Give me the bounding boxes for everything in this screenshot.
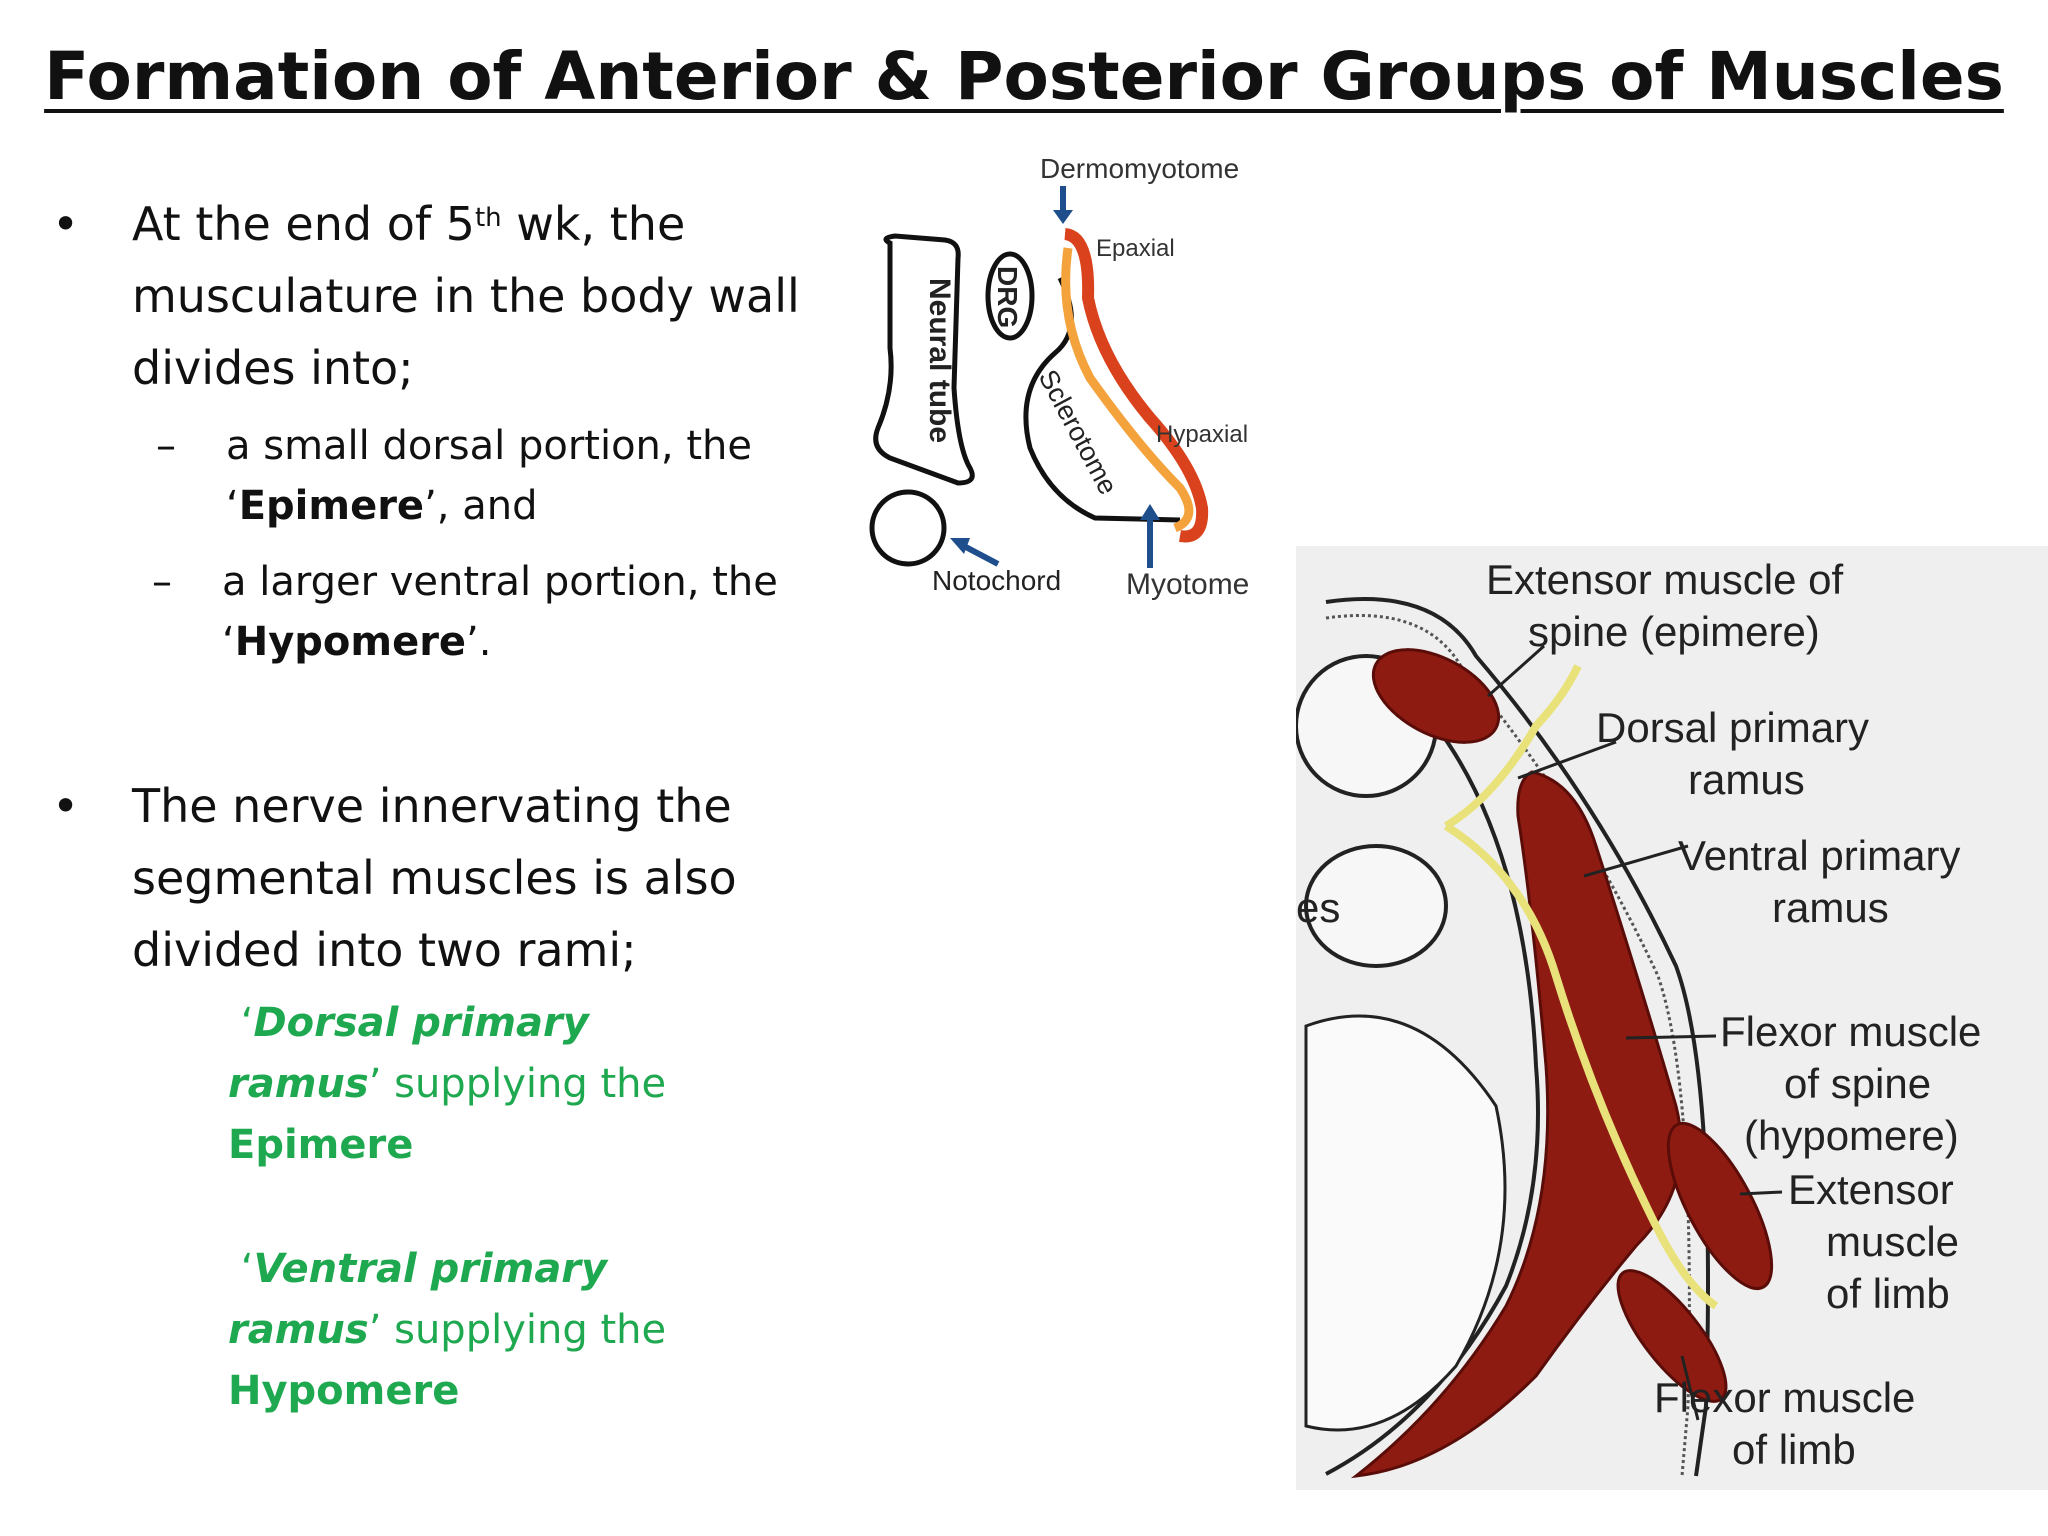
neural-tube-label: Neural tube [923,278,956,443]
bullet-nerve: • The nerve innervating the segmental mu… [52,770,737,986]
notochord-label: Notochord [932,565,1061,596]
bullet-line: The nerve innervating the [132,779,732,833]
epaxial-label: Epaxial [1096,235,1175,262]
label-extensor-spine-2: spine (epimere) [1528,608,1820,655]
drg-shape [985,251,1035,341]
bullet-line: At the end of 5th wk, the [132,197,686,251]
bullet-line: musculature in the body wall [132,269,800,323]
flexor-limb-muscle [1616,1269,1728,1403]
sub-line: ‘Epimere’, and [226,483,538,529]
bullet-line: divides into; [132,341,414,395]
flexor-spine-muscle [1350,770,1683,1479]
drg-label: DRG [992,266,1023,328]
myotome-label: Myotome [1126,568,1249,601]
dash: – [152,559,172,605]
leader-lines [1487,644,1783,1421]
notochord-shape [869,489,947,567]
label-ventral-ramus-1: Ventral primary [1678,832,1960,879]
cross-section-diagram: Extensor muscle of spine (epimere) Dorsa… [1296,556,1981,1479]
arrow-icon [1053,186,1073,224]
term-epimere: Epimere [238,483,425,529]
note-dorsal-ramus: ‘Dorsal primary ramus’ supplying the Epi… [228,993,666,1176]
label-flexor-spine-3: (hypomere) [1744,1112,1959,1159]
dash: – [156,423,176,469]
sub-line: ‘Hypomere’. [222,619,492,665]
label-extensor-limb-2: muscle [1826,1218,1959,1265]
vertebral-body [1304,844,1448,968]
arrow-icon [950,538,1000,567]
sub-item-epimere: – a small dorsal portion, the ‘Epimere’,… [156,416,752,536]
bullet-dot: • [52,197,80,251]
label-extensor-spine-1: Extensor muscle of [1486,556,1843,603]
neural-tube-shape [873,233,975,486]
sub-item-hypomere: – a larger ventral portion, the ‘Hypomer… [152,552,778,672]
bullet-body-wall: • At the end of 5th wk, the musculature … [52,188,800,404]
sub-line: a small dorsal portion, the [226,423,752,469]
dorsal-ramus-nerve [1443,664,1582,830]
bullet-dot: • [52,779,80,833]
label-extensor-limb-1: Extensor [1788,1166,1954,1213]
label-flexor-spine-1: Flexor muscle [1720,1008,1981,1055]
page-title: Formation of Anterior & Posterior Groups… [44,38,2004,115]
extensor-limb-muscle [1666,1121,1774,1291]
arrow-icon [1140,504,1160,568]
somite-diagram: Neural tube DRG Sclerotome Dermomyotome … [869,153,1249,601]
dermomyotome-label: Dermomyotome [1040,153,1239,184]
note-line: ramus’ supplying the [228,1307,667,1353]
label-dorsal-ramus-2: ramus [1688,756,1805,803]
bullet-line: divided into two rami; [132,923,637,977]
note-ventral-ramus: ‘Ventral primary ramus’ supplying the Hy… [228,1239,666,1422]
bullet-line: segmental muscles is also [132,851,737,905]
label-ventral-ramus-2: ramus [1772,884,1889,931]
body-cavity [1304,1014,1507,1432]
note-line: Hypomere [228,1368,460,1414]
label-flexor-limb-1: Flexor muscle [1654,1374,1915,1421]
hypaxial-label: Hypaxial [1156,421,1248,448]
label-flexor-limb-2: of limb [1732,1426,1856,1473]
label-partial: es [1296,884,1340,931]
myotome-orange-strip [1061,247,1194,533]
term-hypomere: Hypomere [234,619,467,665]
note-line: ‘Dorsal primary [240,1000,589,1046]
sub-line: a larger ventral portion, the [222,559,778,605]
note-line: Epimere [228,1122,414,1168]
ventral-ramus-nerve [1443,822,1719,1310]
note-line: ‘Ventral primary [240,1246,608,1292]
note-line: ramus’ supplying the [228,1061,667,1107]
label-extensor-limb-3: of limb [1826,1270,1950,1317]
myotome-red-strip [1063,228,1209,543]
label-dorsal-ramus-1: Dorsal primary [1596,704,1869,751]
label-flexor-spine-2: of spine [1784,1060,1931,1107]
extensor-spine-muscle [1371,648,1501,744]
